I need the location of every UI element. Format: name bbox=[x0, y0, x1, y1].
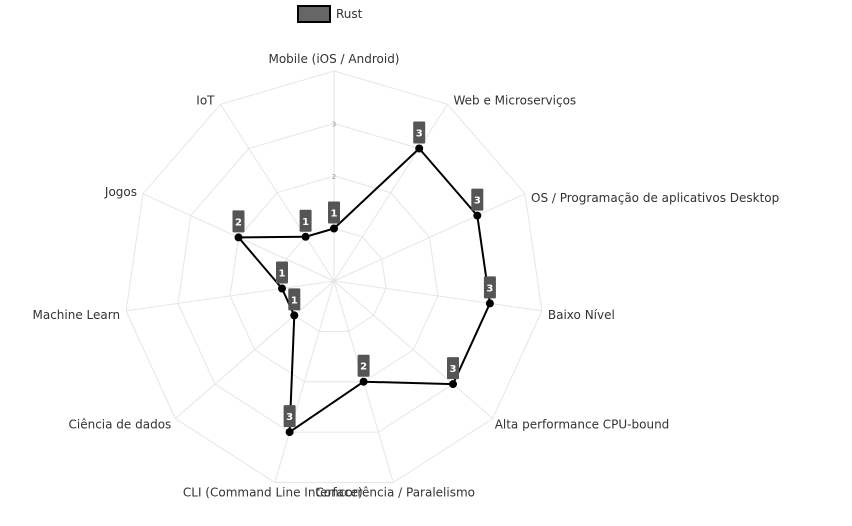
grid-ring bbox=[281, 227, 387, 332]
data-label-badge bbox=[328, 201, 340, 224]
data-label: 1 bbox=[279, 269, 286, 280]
grid-spoke bbox=[333, 104, 448, 282]
data-point[interactable] bbox=[301, 232, 310, 241]
axis-label: Alta performance CPU-bound bbox=[495, 418, 670, 432]
grid-spoke bbox=[126, 280, 335, 312]
data-point[interactable] bbox=[473, 211, 482, 220]
grid-spoke bbox=[333, 280, 542, 312]
data-label-badge bbox=[357, 354, 370, 377]
axis-label: Mobile (iOS / Android) bbox=[268, 52, 399, 66]
data-label: 3 bbox=[474, 196, 481, 207]
data-point[interactable] bbox=[285, 428, 294, 437]
data-label-badge bbox=[288, 288, 301, 311]
data-label: 3 bbox=[450, 364, 457, 375]
grid-spoke bbox=[274, 280, 335, 483]
axis-label: Web e Microserviços bbox=[454, 93, 577, 107]
legend[interactable]: Rust bbox=[297, 5, 363, 23]
data-label: 3 bbox=[486, 283, 493, 294]
data-label-badge bbox=[447, 357, 459, 380]
data-label-badge bbox=[413, 121, 426, 144]
axis-label: CLI (Command Line Interface) bbox=[183, 486, 363, 500]
data-label-badge bbox=[276, 261, 288, 284]
grid-spoke bbox=[333, 280, 494, 419]
data-label: 2 bbox=[235, 217, 242, 228]
series-line bbox=[237, 147, 491, 434]
legend-swatch bbox=[297, 5, 331, 23]
radar-grid bbox=[125, 70, 543, 483]
grid-ring bbox=[125, 70, 543, 483]
data-point[interactable] bbox=[290, 311, 299, 320]
data-point[interactable] bbox=[234, 233, 243, 242]
data-label: 3 bbox=[286, 412, 293, 423]
axis-labels: Mobile (iOS / Android) Web e Microserviço… bbox=[33, 52, 780, 500]
axis-label: Ciência de dados bbox=[69, 418, 172, 432]
tick-label: 2 bbox=[332, 173, 336, 181]
series-rust: 1 3 3 3 3 2 3 1 1 2 1 bbox=[232, 121, 496, 437]
grid-spoke bbox=[220, 104, 335, 282]
data-label: 3 bbox=[416, 129, 423, 140]
data-label-badge bbox=[483, 276, 496, 299]
axis-label: Baixo Nível bbox=[548, 308, 615, 322]
axis-label: OS / Programação de aplicativos Desktop bbox=[531, 191, 779, 205]
data-label: 1 bbox=[291, 295, 298, 306]
data-label-badge bbox=[299, 209, 312, 232]
data-point[interactable] bbox=[415, 144, 424, 153]
data-label: 1 bbox=[302, 217, 309, 228]
grid-spoke bbox=[174, 280, 335, 419]
data-point[interactable] bbox=[330, 224, 338, 233]
data-point[interactable] bbox=[485, 299, 494, 308]
data-label-badge bbox=[283, 405, 296, 428]
data-label: 2 bbox=[360, 362, 367, 373]
axis-label: Jogos bbox=[104, 185, 137, 199]
axis-label: IoT bbox=[196, 93, 215, 107]
data-point[interactable] bbox=[359, 377, 368, 386]
grid-ring bbox=[229, 175, 439, 383]
data-label-badge bbox=[232, 210, 245, 233]
axis-label: Concorrência / Paralelismo bbox=[315, 486, 475, 500]
data-point[interactable] bbox=[278, 284, 286, 293]
axis-label: Machine Learn bbox=[33, 308, 121, 322]
data-point[interactable] bbox=[449, 380, 457, 389]
legend-label: Rust bbox=[336, 7, 363, 21]
data-label-badge bbox=[471, 188, 484, 211]
tick-label: 3 bbox=[332, 121, 336, 129]
grid-spoke bbox=[333, 193, 526, 282]
data-label: 1 bbox=[331, 209, 338, 220]
